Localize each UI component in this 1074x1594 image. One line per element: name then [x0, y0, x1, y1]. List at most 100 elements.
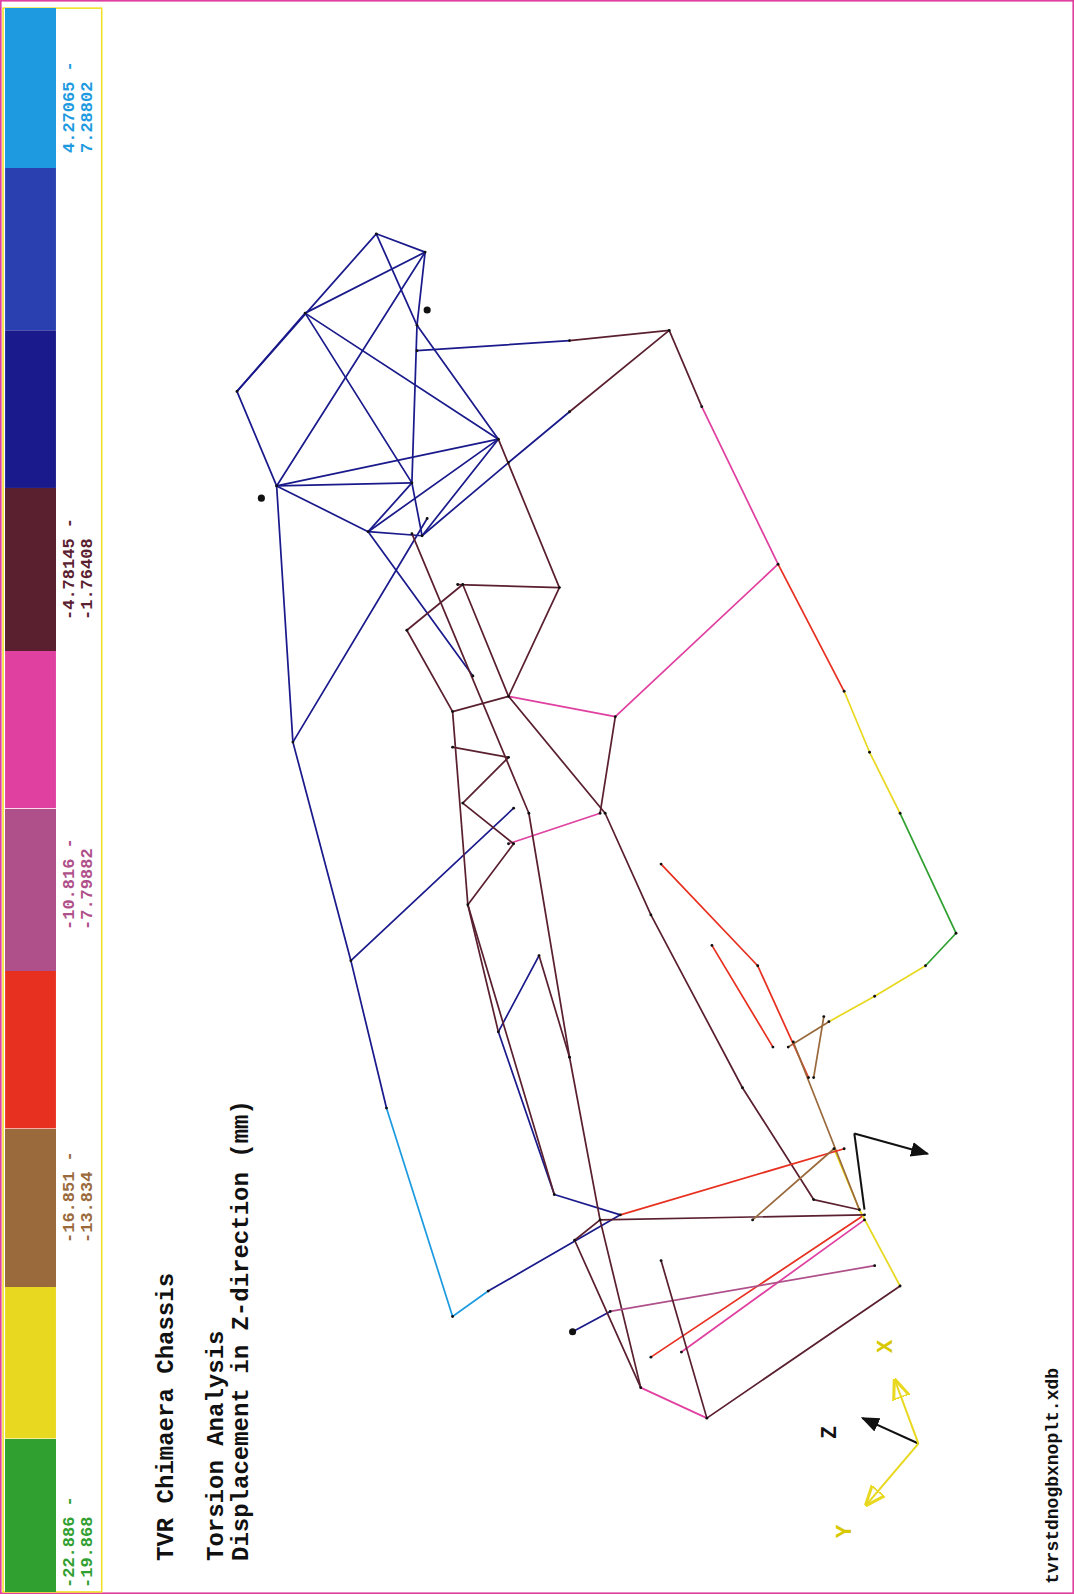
chassis-beam [570, 330, 670, 340]
chassis-beam [468, 844, 514, 905]
chassis-beam [870, 752, 901, 813]
frame-node [868, 751, 871, 754]
chassis-beam [900, 813, 956, 933]
load-arrow-stem [854, 1133, 864, 1209]
chassis-beam [453, 712, 468, 905]
chassis-beam [661, 1261, 707, 1419]
frame-node [512, 842, 515, 845]
frame-node [660, 1259, 663, 1262]
chassis-beam [305, 313, 498, 439]
chassis-beam [498, 439, 559, 587]
frame-node [507, 461, 510, 464]
frame-node [649, 914, 652, 917]
axis-label: X [875, 1340, 899, 1353]
frame-node [512, 807, 515, 810]
axis-label: Y [834, 1525, 858, 1538]
frame-node [558, 586, 561, 589]
frame-node [822, 1015, 825, 1018]
chassis-beam [615, 564, 778, 716]
legend-range: 4.27065 - 7.28802 [61, 33, 97, 153]
chassis-beam [305, 313, 412, 483]
chassis-beam [926, 933, 957, 966]
chassis-beam [368, 483, 412, 532]
x-axis [895, 1381, 918, 1444]
frame-node [349, 959, 352, 962]
chassis-beam [620, 1149, 844, 1215]
legend-band [5, 330, 56, 488]
frame-node [385, 1107, 388, 1110]
chassis-beam [463, 585, 509, 697]
analysis-name: Torsion Analysis [204, 1331, 230, 1561]
frame-node [426, 517, 429, 520]
chassis-beam [498, 956, 539, 1032]
frame-node [291, 741, 294, 744]
frame-node [711, 944, 714, 947]
legend-band [5, 971, 56, 1129]
frame-node [756, 964, 759, 967]
chassis-frame [236, 232, 958, 1419]
frame-node [451, 1315, 454, 1318]
chassis-beam [641, 1388, 707, 1418]
frame-node [466, 903, 469, 906]
chassis-beam [742, 1088, 813, 1200]
frame-node [863, 1213, 866, 1216]
frame-node [680, 1351, 683, 1354]
frame-node [619, 1213, 622, 1216]
chassis-beam [529, 813, 570, 1057]
chassis-beam [498, 1032, 554, 1195]
frame-node [538, 954, 541, 957]
chassis-beam [368, 532, 422, 536]
chassis-beam [463, 757, 509, 803]
frame-node [787, 1046, 790, 1049]
frame-node [599, 1218, 602, 1221]
frame-node [487, 1290, 490, 1293]
chassis-beam [778, 564, 844, 691]
chassis-beam [277, 483, 412, 486]
chassis-beam [407, 630, 453, 711]
chassis-beam [575, 1220, 600, 1240]
frame-node [421, 534, 424, 537]
chassis-beam [293, 518, 427, 742]
legend-range: -22.886 - -19.868 [61, 1468, 97, 1588]
frame-node [461, 802, 464, 805]
frame-node [863, 1218, 866, 1221]
legend-range: -4.78145 - -1.76408 [61, 500, 97, 620]
legend-swatch [5, 1439, 56, 1592]
legend-swatch [5, 809, 56, 972]
chassis-beam [600, 1220, 641, 1388]
chassis-beam [610, 1266, 874, 1312]
frame-node [405, 629, 408, 632]
chassis-beam [859, 1210, 900, 1286]
frame-node [236, 390, 239, 393]
chassis-beam [509, 588, 560, 697]
chassis-beam [570, 1057, 601, 1220]
frame-node [527, 812, 530, 815]
chassis-beam [412, 534, 529, 814]
frame-node [573, 1239, 576, 1242]
chassis-beam [417, 341, 570, 351]
chassis-beam [277, 486, 293, 742]
frame-node [705, 1417, 708, 1420]
support-point [424, 306, 431, 313]
frame-node [507, 695, 510, 698]
legend-band [5, 651, 56, 809]
chassis-beam [422, 463, 508, 536]
chassis-beam [844, 691, 869, 752]
frame-node [751, 1218, 754, 1221]
frame-node [649, 1356, 652, 1359]
legend-band [5, 1286, 56, 1438]
frame-node [375, 232, 378, 235]
frame-node [858, 1208, 861, 1211]
frame-node [451, 746, 454, 749]
frame-node [553, 1193, 556, 1196]
chassis-beam [417, 325, 498, 439]
frame-node [873, 995, 876, 998]
result-name: Displacement in Z-direction (mm) [229, 1100, 255, 1561]
frame-node [955, 932, 958, 935]
frame-node [827, 1020, 830, 1023]
frame-node [507, 842, 510, 845]
legend-band [5, 168, 56, 331]
